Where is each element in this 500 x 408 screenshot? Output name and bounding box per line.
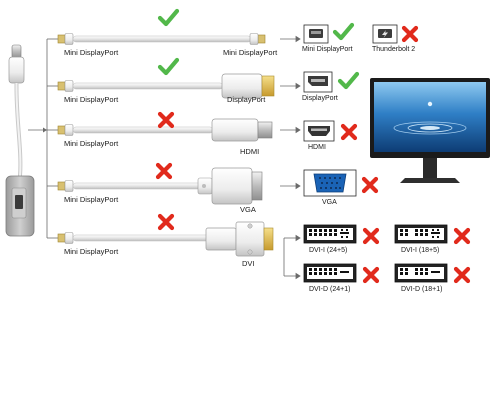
cross-icon <box>158 165 170 177</box>
branch-lines <box>46 38 60 239</box>
cable-minidp-to-minidp <box>57 33 266 45</box>
cable-minidp-to-dvi <box>57 221 274 257</box>
hdmi-icon <box>303 120 335 142</box>
port-label-thunderbolt: Thunderbolt 2 <box>372 46 416 53</box>
row5-source-label: Mini DisplayPort <box>64 247 119 256</box>
port-label-dvi-i-24-5: DVI-I (24+5) <box>309 247 348 254</box>
cross-icon <box>365 230 377 242</box>
port-label-dvi-d-24-1: DVI-D (24+1) <box>309 286 351 293</box>
cross-icon <box>365 269 377 281</box>
cross-icon <box>160 114 172 126</box>
dvi-port-icon <box>394 263 448 283</box>
port-label-dvi-i-18-5: DVI-I (18+5) <box>401 247 440 254</box>
row5-target-label: DVI <box>242 259 255 268</box>
cross-icon <box>404 28 416 40</box>
dvi-port-icon <box>394 224 448 244</box>
cross-icon <box>364 179 376 191</box>
row3-source-label: Mini DisplayPort <box>64 139 119 148</box>
displayport-icon <box>303 71 333 93</box>
connection-arrow <box>28 127 47 133</box>
mini-displayport-icon <box>303 24 329 44</box>
row3-target-label: HDMI <box>240 147 260 156</box>
usb-c-plug-icon <box>8 44 25 177</box>
vga-icon <box>303 169 357 197</box>
monitor-icon <box>370 78 490 183</box>
row4-source-label: Mini DisplayPort <box>64 195 119 204</box>
port-label-vga: VGA <box>322 199 337 206</box>
port-label-hdmi: HDMI <box>308 144 326 151</box>
port-label-displayport: DisplayPort <box>302 95 338 102</box>
cross-icon <box>456 230 468 242</box>
dvi-port-icon <box>303 263 357 283</box>
cable-minidp-to-displayport <box>57 73 275 99</box>
cross-icon <box>160 216 172 228</box>
port-label-dvi-d-18-1: DVI-D (18+1) <box>401 286 443 293</box>
dvi-port-icon <box>303 224 357 244</box>
row1-target-label: Mini DisplayPort <box>223 48 278 57</box>
thunderbolt-icon <box>372 24 398 44</box>
row2-target-label: DisplayPort <box>227 95 266 104</box>
port-arrows <box>280 35 301 280</box>
check-icon <box>340 74 357 87</box>
cable-minidp-to-vga <box>57 167 263 205</box>
cross-icon <box>456 269 468 281</box>
cross-icon <box>343 126 355 138</box>
check-icon <box>160 60 177 73</box>
check-icon <box>335 25 352 38</box>
check-icon <box>160 11 177 24</box>
row2-source-label: Mini DisplayPort <box>64 95 119 104</box>
port-label-mini-displayport: Mini DisplayPort <box>302 46 353 53</box>
cable-minidp-to-hdmi <box>57 118 273 142</box>
row4-target-label: VGA <box>240 205 256 214</box>
usb-c-adapter-icon <box>5 175 35 237</box>
row1-source-label: Mini DisplayPort <box>64 48 119 57</box>
